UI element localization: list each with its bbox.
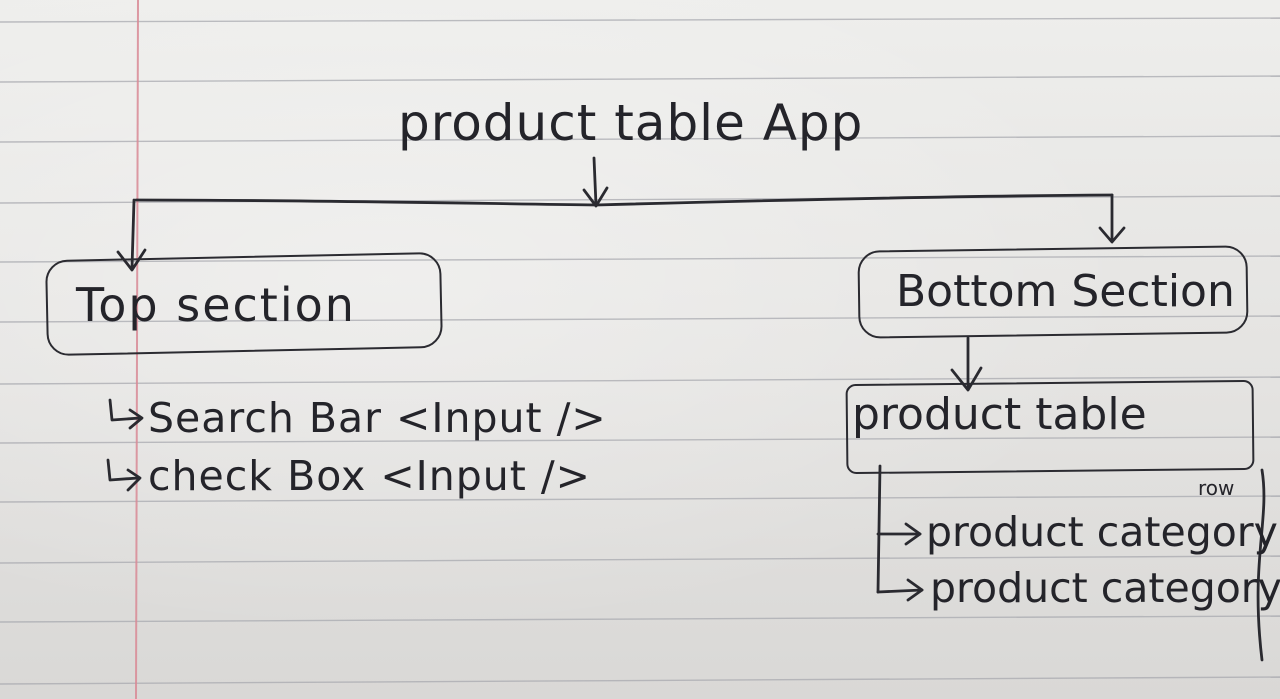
title-down-arrow <box>592 156 598 207</box>
margin-line <box>135 0 139 699</box>
top-section-label: Top section <box>76 278 356 332</box>
product-table-label: product table <box>852 389 1147 440</box>
diagram-title: product table App <box>398 94 864 152</box>
checkbox-hook <box>106 458 140 482</box>
category-tree <box>876 464 882 594</box>
row-note: row <box>1198 476 1235 500</box>
product-category-item: product category <box>930 564 1280 612</box>
bottom-section-label: Bottom Section <box>896 266 1235 317</box>
search-hook <box>108 398 142 422</box>
search-bar-item: Search Bar <Input /> <box>148 394 607 442</box>
right-brace <box>1256 468 1266 662</box>
branch-line <box>134 193 1114 207</box>
top-section-arrow <box>130 198 136 270</box>
checkbox-item: check Box <Input /> <box>148 452 592 500</box>
product-category-item: product category <box>926 508 1278 556</box>
